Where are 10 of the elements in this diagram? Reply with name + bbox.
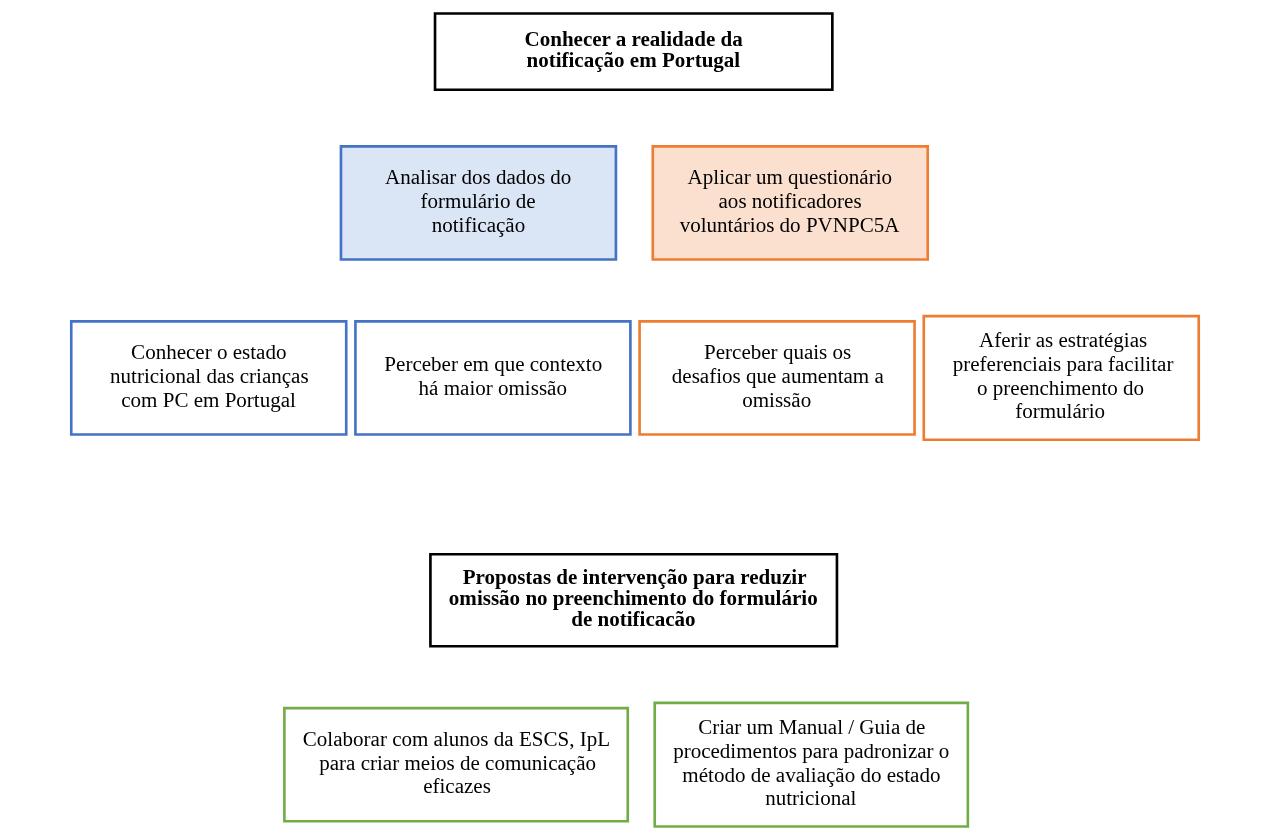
node-box: Analisar dos dados do formulário de notificação [339, 145, 617, 261]
node-box: Aplicar um questionário aos notificadores voluntários do PVNPC5A [650, 145, 929, 261]
node-box: Aferir as estratégias preferenciais para facilitar o preenchimento do formulário [921, 314, 1200, 442]
node-box: Propostas de intervenção para reduzir omissão no preenchimento do formulário de notificacão [428, 552, 838, 648]
node-box: Perceber quais os desafios que aumentam a omissão [637, 320, 916, 436]
node-box: Conhecer o estado nutricional das crianças com PC em Portugal [69, 320, 348, 436]
node-box: Colaborar com alunos da ESCS, IpL para criar meios de comunicação eficazes [282, 706, 629, 823]
node-box: Conhecer a realidade da notificação em Portugal [433, 12, 834, 92]
node-box: Criar um Manual / Guia de procedimentos para padronizar o método de avaliação do estado nutricional [652, 701, 969, 828]
node-box: Perceber em que contexto há maior omissão [353, 320, 632, 436]
